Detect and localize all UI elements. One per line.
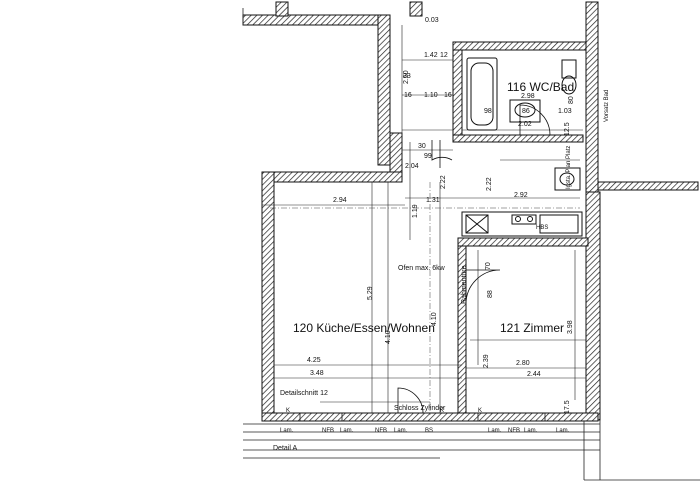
note-ofen: Ofen max. 6kw [398,265,446,272]
floor-label-lam: Lam. [394,428,408,434]
floor-label-lam: Lam. [556,428,570,434]
doors [397,104,551,414]
dim-label: 1.42 [424,52,438,59]
floor-label-nfb: NFB [508,428,520,434]
wall-zimmer-top [457,237,589,247]
dim-label: 30 [418,143,426,150]
floor-label-lam: Lam. [280,428,294,434]
floor-label-k: K [440,408,444,414]
dim-label: 4.10 [385,330,392,344]
dim-label: 1.10 [424,92,438,99]
door-zimmer [465,269,501,305]
floor-label-lam: Lam. [524,428,538,434]
dim-label: 1.03 [558,108,572,115]
wall-upper-vertical [377,14,391,166]
note-hbs: HBS [536,225,548,231]
bathtub [466,57,498,131]
dim-label: 2.22 [440,175,447,189]
dim-label: 70 [485,262,492,270]
wall-top-left-stub [275,1,289,17]
dim-label: 1.19 [412,204,419,218]
floor-label-lam: Lam. [340,428,354,434]
note-schloss: Schloss Zylinder [394,405,446,412]
dim-label: 88 [487,290,494,298]
wall-bath-left [452,41,463,143]
toilet-bath [561,59,577,95]
dim-label: 2.44 [527,371,541,378]
room-label-kueche: 120 Küche/Essen/Wohnen [293,321,435,335]
dim-label: 17.5 [564,400,571,414]
wall-stub-top-right [409,1,423,17]
floor-label-lam: Lam. [488,428,502,434]
dim-label: 12 [440,52,448,59]
floor-label-bs: BS [425,428,433,434]
note-install: Igsta. Plan Platz [566,146,572,189]
dim-label: 12.5 [564,122,571,136]
facade-lines [242,8,700,481]
dim-label: 2.92 [514,192,528,199]
note-rahmentuere: Rahmentüre [461,265,468,304]
walls [242,1,699,422]
floor-label-nfb: NFB [322,428,334,434]
dim-label: 2.22 [486,177,493,191]
window-marks [299,413,546,421]
wall-shaft [389,132,403,179]
dim-label: 2.04 [405,163,419,170]
wall-bath-bottom [452,134,584,143]
dim-label: 5.29 [367,286,374,300]
floor-label-k: K [478,408,482,414]
dim-label: 4.10 [431,312,438,326]
dim-label: 2.50 [403,70,410,84]
wall-top-left [242,14,379,26]
dim-label: 0.03 [425,17,439,24]
dim-label: 80 [568,96,575,104]
wall-right [585,191,601,421]
dim-label: 3.48 [310,370,324,377]
dim-label: 2.02 [518,121,532,128]
dim-label: 3.98 [567,320,574,334]
wall-step-horizontal [261,171,403,183]
room-label-zimmer: 121 Zimmer [500,321,564,335]
dim-label: 2.39 [483,354,490,368]
note-detail-a: Detail A [273,445,297,452]
dim-label: 98 [484,108,492,115]
washbasin [509,99,541,123]
wall-bath-top [452,41,596,51]
washing-machine [554,167,581,191]
dim-label: 99 [424,153,432,160]
kitchen-counter [461,211,583,237]
dim-label: 33 [403,73,411,80]
dim-label: 86 [522,108,530,115]
dim-label: 16 [404,92,412,99]
floor-label-nfb: NFB [375,428,387,434]
floor-label-k: K [286,408,290,414]
dim-label: 1.31 [426,197,440,204]
wall-left [261,171,275,419]
wall-right-top [585,1,599,193]
note-detailschnitt: Detailschnitt 12 [280,390,328,397]
wall-exterior-right [597,181,699,191]
dim-label: 2.94 [333,197,347,204]
dim-label: 16 [444,92,452,99]
dim-label: 4.25 [307,357,321,364]
dim-label: 2.98 [521,93,535,100]
note-install-wand: Vorsatz Bad [604,90,610,122]
dim-label: 2.80 [516,360,530,367]
room-label-wc-bad: 116 WC/Bad [507,80,574,94]
door-bath [519,104,551,136]
door-entry [397,387,424,414]
axis-lines [270,182,580,415]
